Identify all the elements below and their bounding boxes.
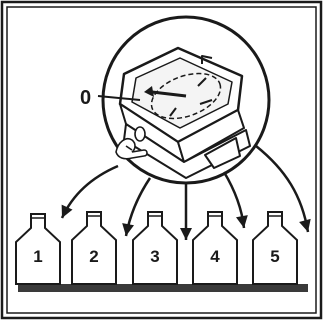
bottle-number: 3: [150, 247, 159, 266]
bottle-row: 1 2 3 4 5: [15, 211, 298, 285]
diagram-inner-frame: [6, 6, 317, 314]
bottle-number: 5: [270, 247, 279, 266]
arrowhead: [122, 223, 134, 236]
bottle-icon: [15, 213, 61, 285]
bottle-2: 2: [71, 211, 117, 285]
bottle-number: 4: [210, 247, 220, 266]
bottle-5: 5: [252, 211, 298, 285]
dispenser-dial-icon: [118, 46, 251, 179]
bottle-icon: [71, 211, 117, 285]
bottle-icon: [252, 211, 298, 285]
bottle-1: 1: [15, 213, 61, 285]
zero-label: 0: [80, 87, 91, 109]
arrowhead: [180, 228, 192, 240]
bottle-number: 2: [89, 247, 98, 266]
zero-leader-line: [97, 95, 141, 101]
arrowhead: [61, 204, 73, 218]
bottle-icon: [192, 211, 238, 285]
arrowhead: [299, 218, 311, 232]
pointing-finger-icon: [115, 126, 148, 160]
shelf: [18, 284, 308, 292]
arrow-group: [60, 145, 311, 240]
bottle-icon: [132, 211, 178, 285]
bottle-number: 1: [33, 247, 42, 266]
bottle-3: 3: [132, 211, 178, 285]
arrowhead: [236, 215, 248, 228]
bottle-4: 4: [192, 211, 238, 285]
